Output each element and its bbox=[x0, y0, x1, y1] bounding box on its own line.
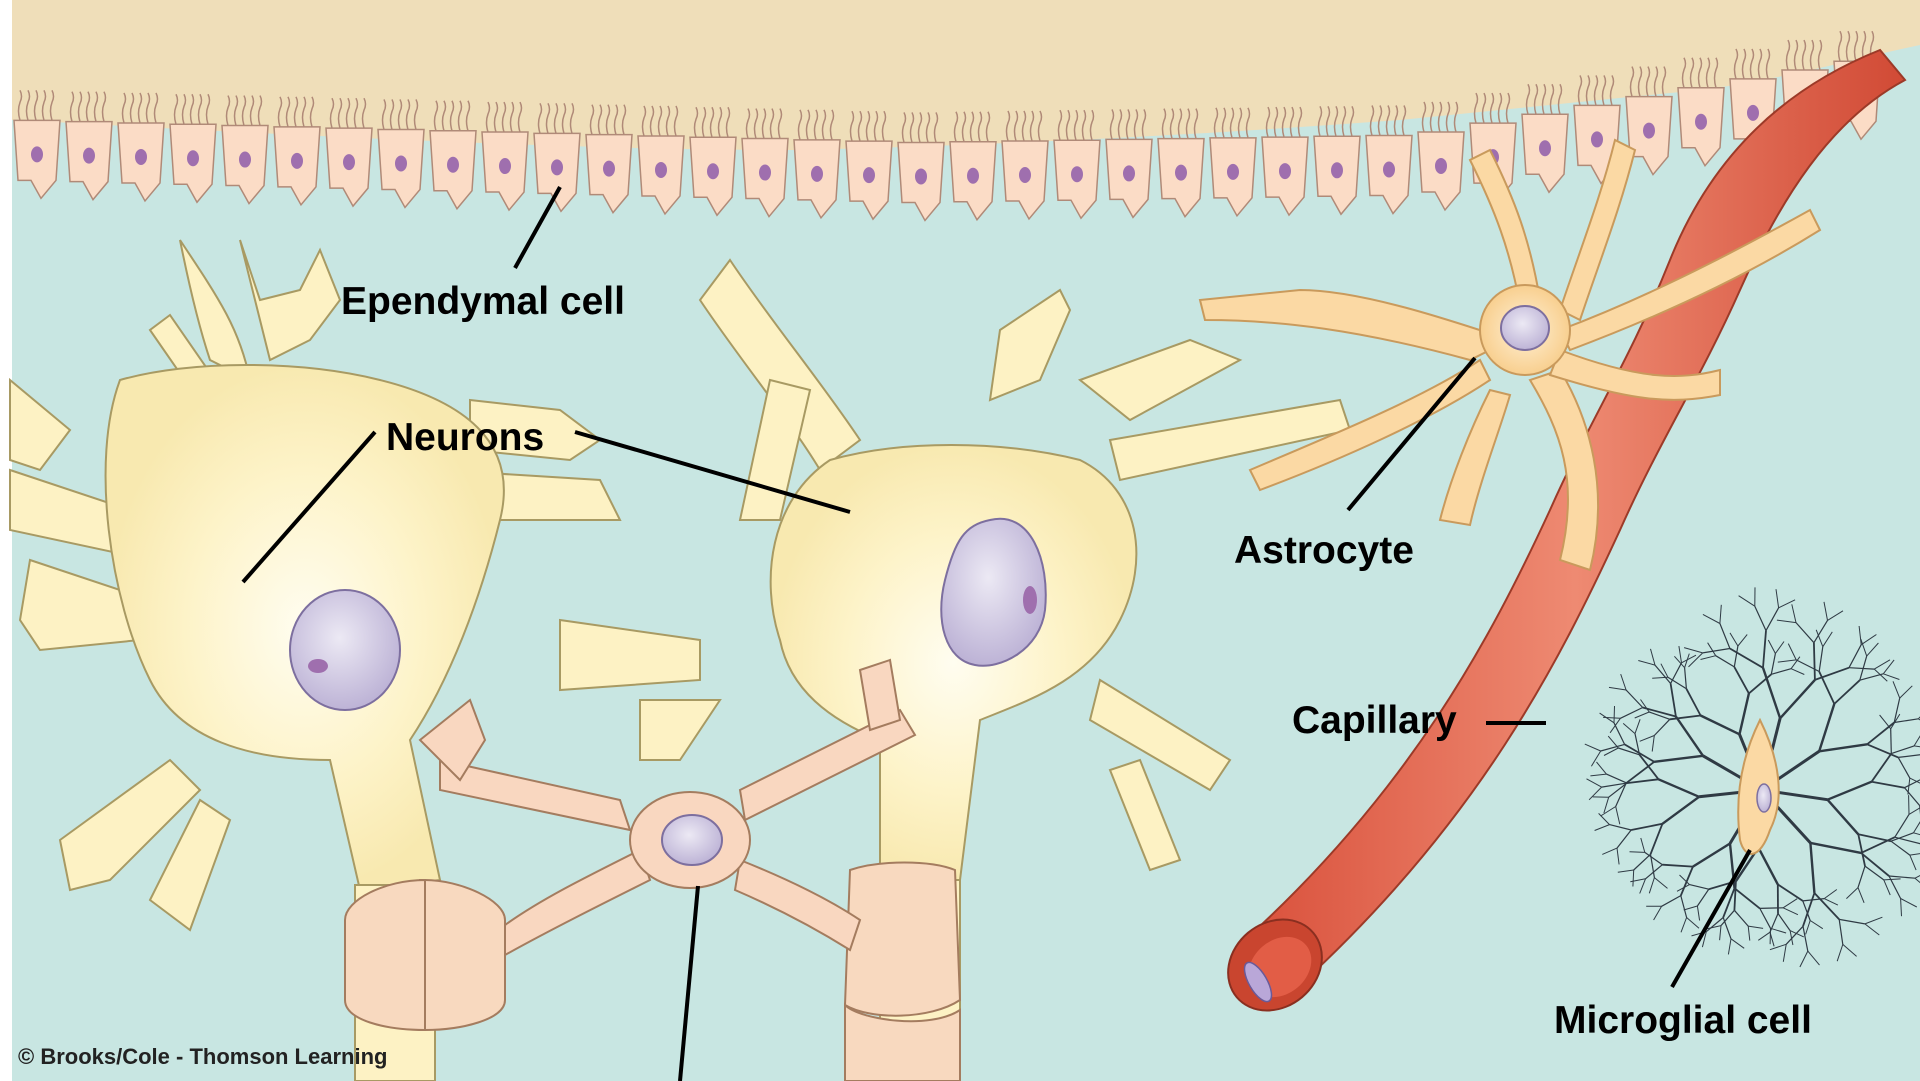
label-capillary: Capillary bbox=[1292, 699, 1457, 742]
label-microglial-cell: Microglial cell bbox=[1554, 999, 1812, 1042]
astrocyte-nucleus bbox=[1501, 306, 1549, 350]
myelin-sheath-left bbox=[345, 880, 505, 1030]
neuron-middle-nucleolus bbox=[1023, 586, 1037, 614]
label-ependymal-cell: Ependymal cell bbox=[341, 280, 625, 323]
neuron-left-nucleolus bbox=[308, 659, 328, 673]
oligodendrocyte-nucleus bbox=[662, 815, 722, 865]
left-margin bbox=[0, 0, 12, 1081]
label-neurons: Neurons bbox=[386, 416, 544, 459]
neuron-left-nucleus bbox=[290, 590, 400, 710]
copyright-credit: © Brooks/Cole - Thomson Learning bbox=[18, 1044, 387, 1069]
label-astrocyte: Astrocyte bbox=[1234, 529, 1414, 572]
myelin-sheath-middle bbox=[845, 863, 960, 1081]
